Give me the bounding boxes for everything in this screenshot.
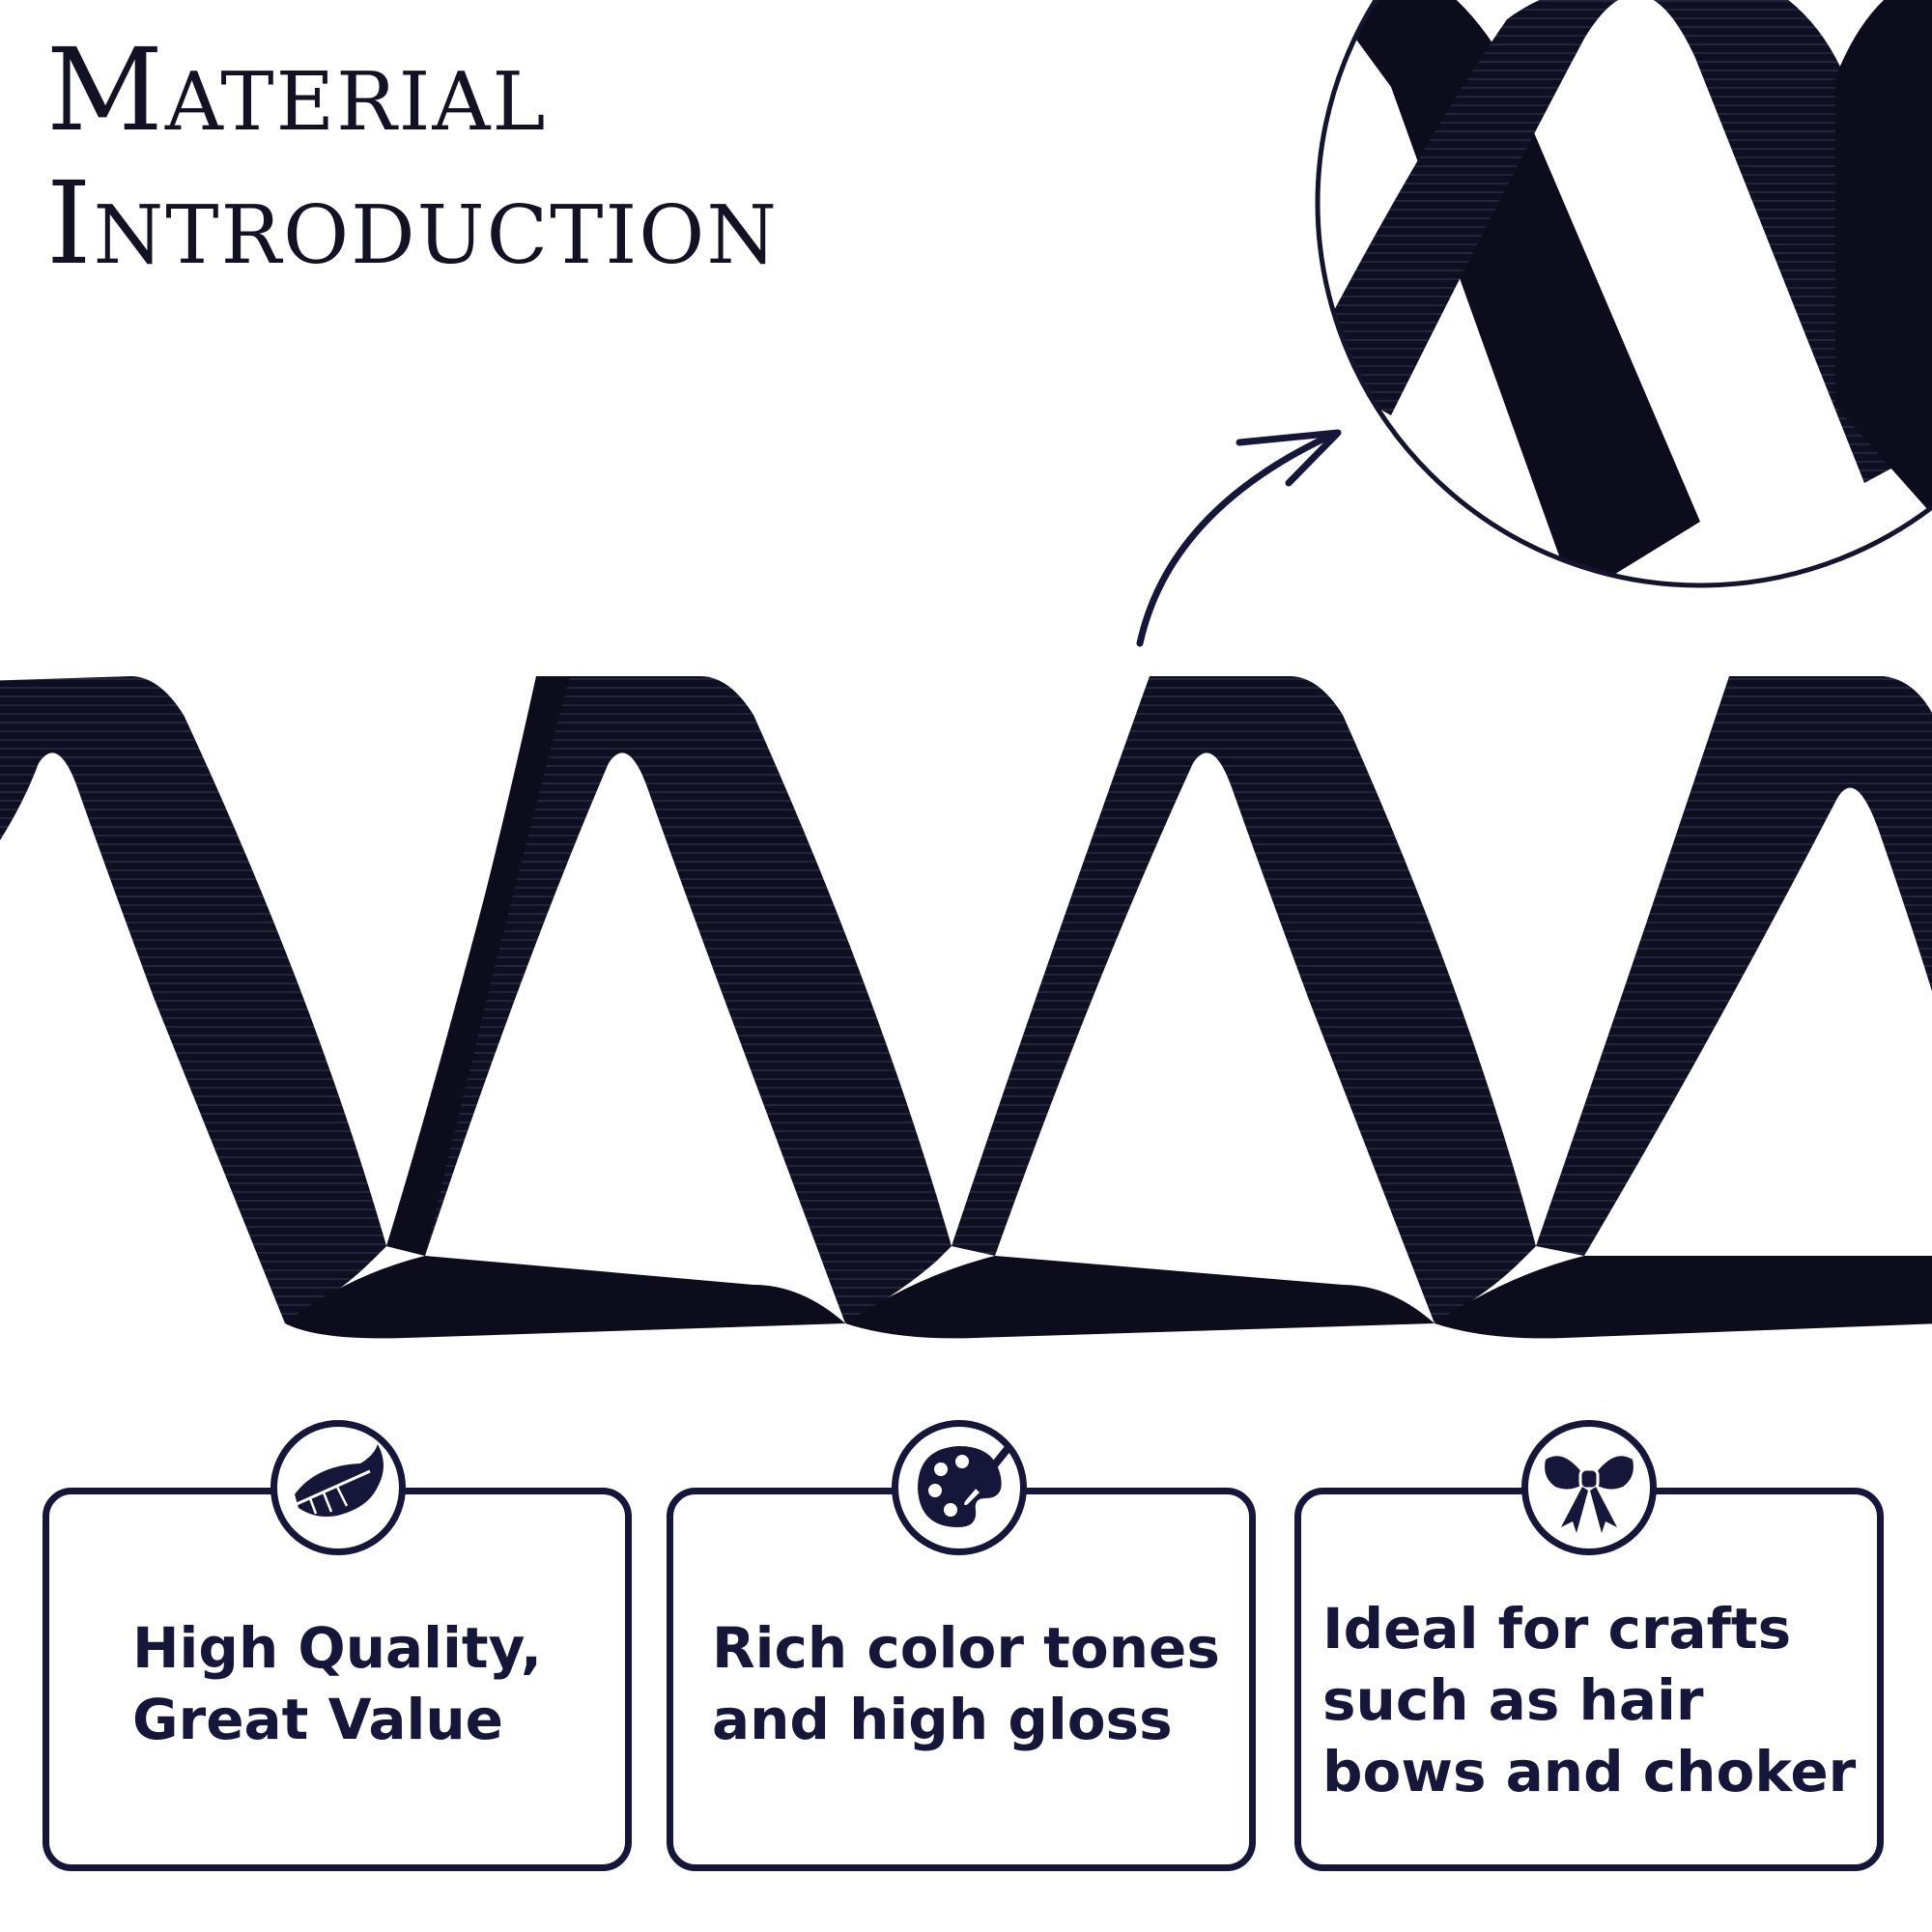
palette-icon (918, 1446, 1010, 1527)
product-illustration (0, 0, 1932, 1339)
page-title: Material Introduction (46, 23, 779, 290)
feature-text: High Quality, Great Value (132, 1615, 542, 1752)
feather-badge (270, 1420, 406, 1555)
feature-card-quality: High Quality, Great Value (43, 1488, 632, 1871)
title-line-1: Material (46, 23, 548, 156)
feature-text: Ideal for crafts such as hair bows and c… (1322, 1596, 1857, 1804)
zoom-detail-circle (1315, 0, 1932, 588)
title-line-2: Introduction (46, 156, 779, 290)
bow-badge (1521, 1420, 1657, 1555)
bow-icon (1545, 1456, 1634, 1533)
palette-badge (892, 1420, 1027, 1555)
feather-icon (295, 1444, 384, 1517)
feature-text: Rich color tones and high gloss (712, 1615, 1220, 1752)
pointer-arrow-icon (1136, 429, 1342, 647)
ribbon-zigzag (0, 676, 1932, 1339)
